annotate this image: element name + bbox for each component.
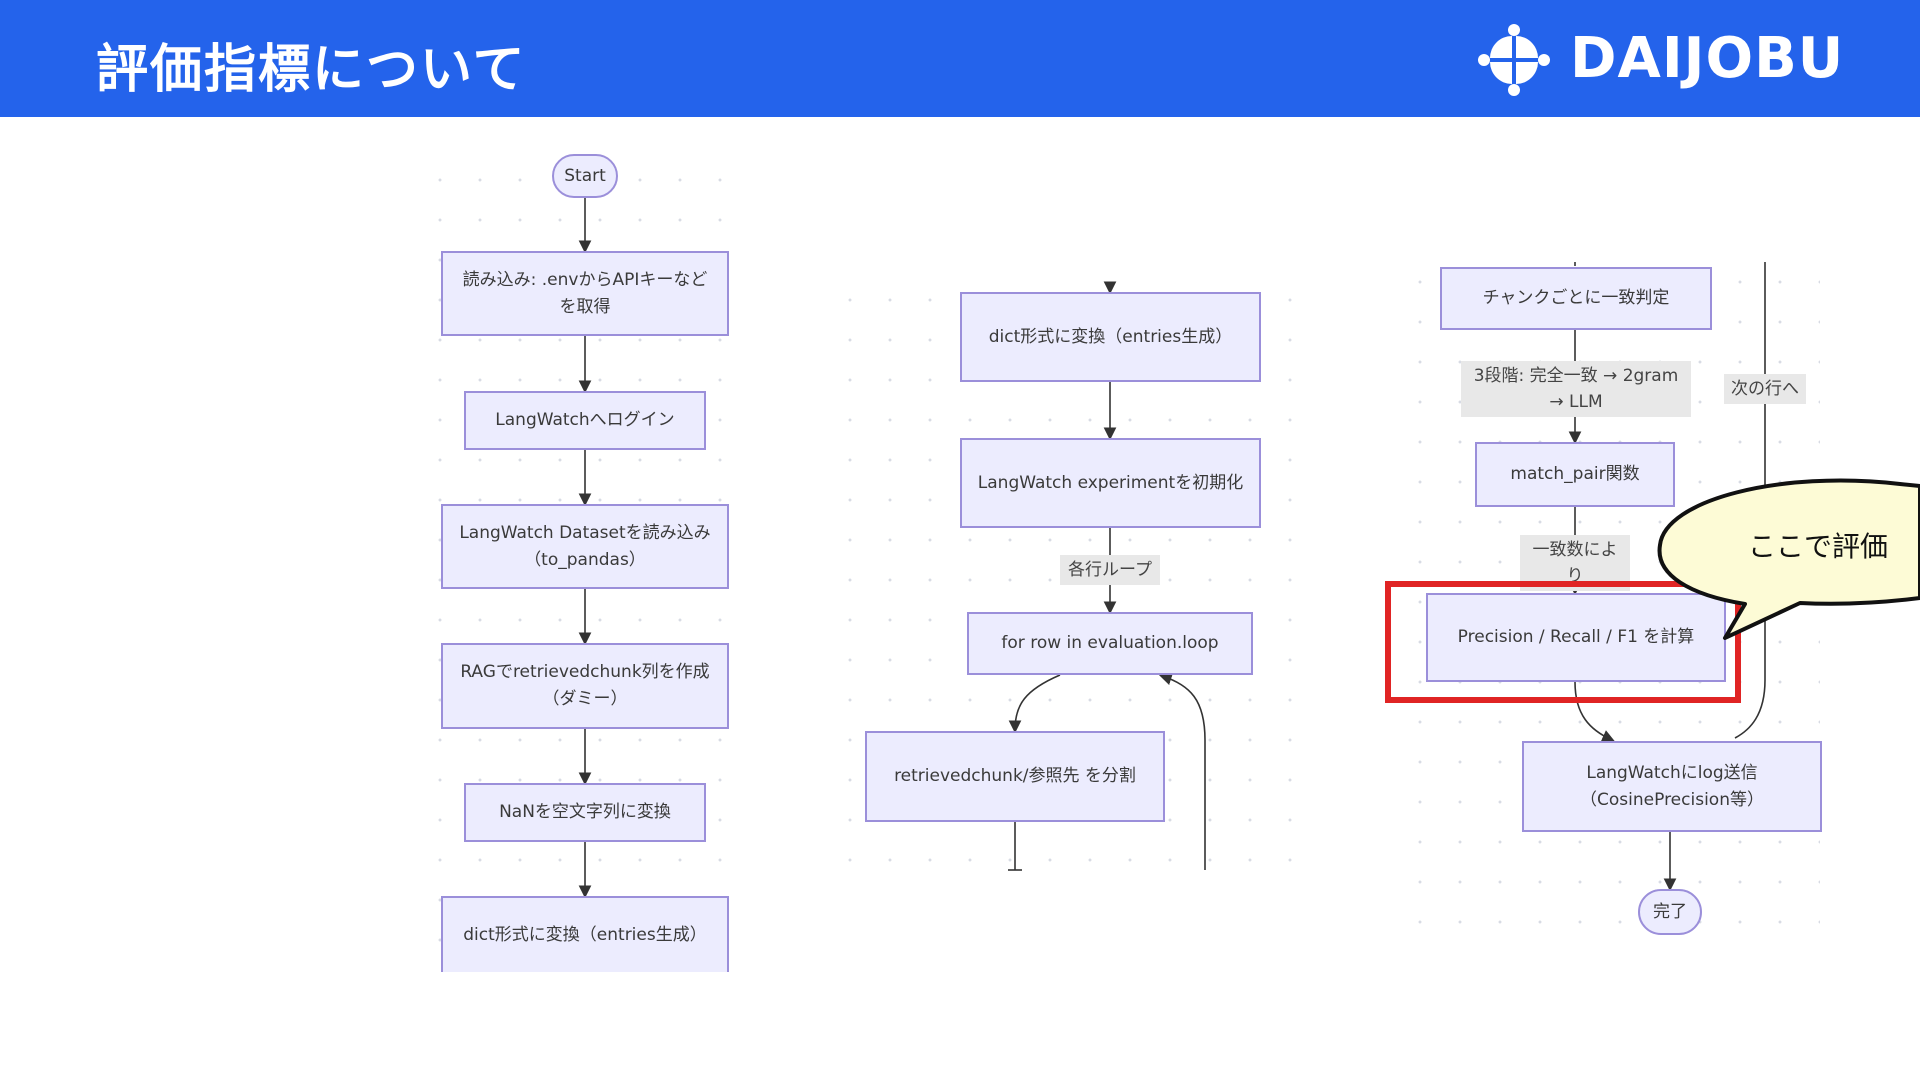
edge-right-next-row: [1734, 262, 1766, 739]
header-bar: 評価指標について DAIJOBU: [0, 0, 1920, 117]
flow-node-start: Start: [552, 154, 618, 198]
flow-node-end: 完了: [1638, 889, 1702, 935]
edge-mid-n3-n4: [1008, 674, 1061, 734]
edge-label-next-row: 次の行へ: [1724, 374, 1806, 404]
flow-node-nan-convert: NaNを空文字列に変換: [464, 783, 706, 842]
flow-node-langwatch-login: LangWatchへログイン: [464, 391, 706, 450]
flow-node-chunk-match: チャンクごとに一致判定: [1440, 267, 1712, 330]
callout-text: ここで評価: [1748, 530, 1889, 563]
flow-node-match-pair: match_pair関数: [1475, 442, 1675, 507]
brand-name: DAIJOBU: [1570, 26, 1845, 91]
evaluation-highlight-box: [1385, 581, 1741, 703]
flow-node-split-chunks: retrievedchunk/参照先 を分割: [865, 731, 1165, 822]
edge-right-n3-n4: [1574, 681, 1615, 742]
edge-mid-loop-back: [1158, 672, 1206, 870]
flow-node-dict-convert-mid: dict形式に変換（entries生成）: [960, 292, 1261, 382]
flow-node-row-loop: for row in evaluation.loop: [967, 612, 1253, 675]
edge-label-three-stage: 3段階: 完全一致 → 2gram → LLM: [1461, 361, 1691, 417]
daijobu-logo-icon: [1478, 24, 1550, 96]
flow-node-precision-recall-f1: Precision / Recall / F1 を計算: [1426, 593, 1726, 682]
flow-node-rag-column: RAGでretrievedchunk列を作成（ダミー）: [441, 643, 729, 729]
flow-node-load-env: 読み込み: .envからAPIキーなどを取得: [441, 251, 729, 336]
flow-node-log-send: LangWatchにlog送信（CosinePrecision等）: [1522, 741, 1822, 832]
edge-label-row-loop: 各行ループ: [1060, 555, 1160, 585]
flow-node-load-dataset: LangWatch Datasetを読み込み（to_pandas）: [441, 504, 729, 589]
flow-node-experiment-init: LangWatch experimentを初期化: [960, 438, 1261, 528]
page-title: 評価指標について: [96, 40, 527, 100]
flow-node-dict-convert-left: dict形式に変換（entries生成）: [441, 896, 729, 972]
